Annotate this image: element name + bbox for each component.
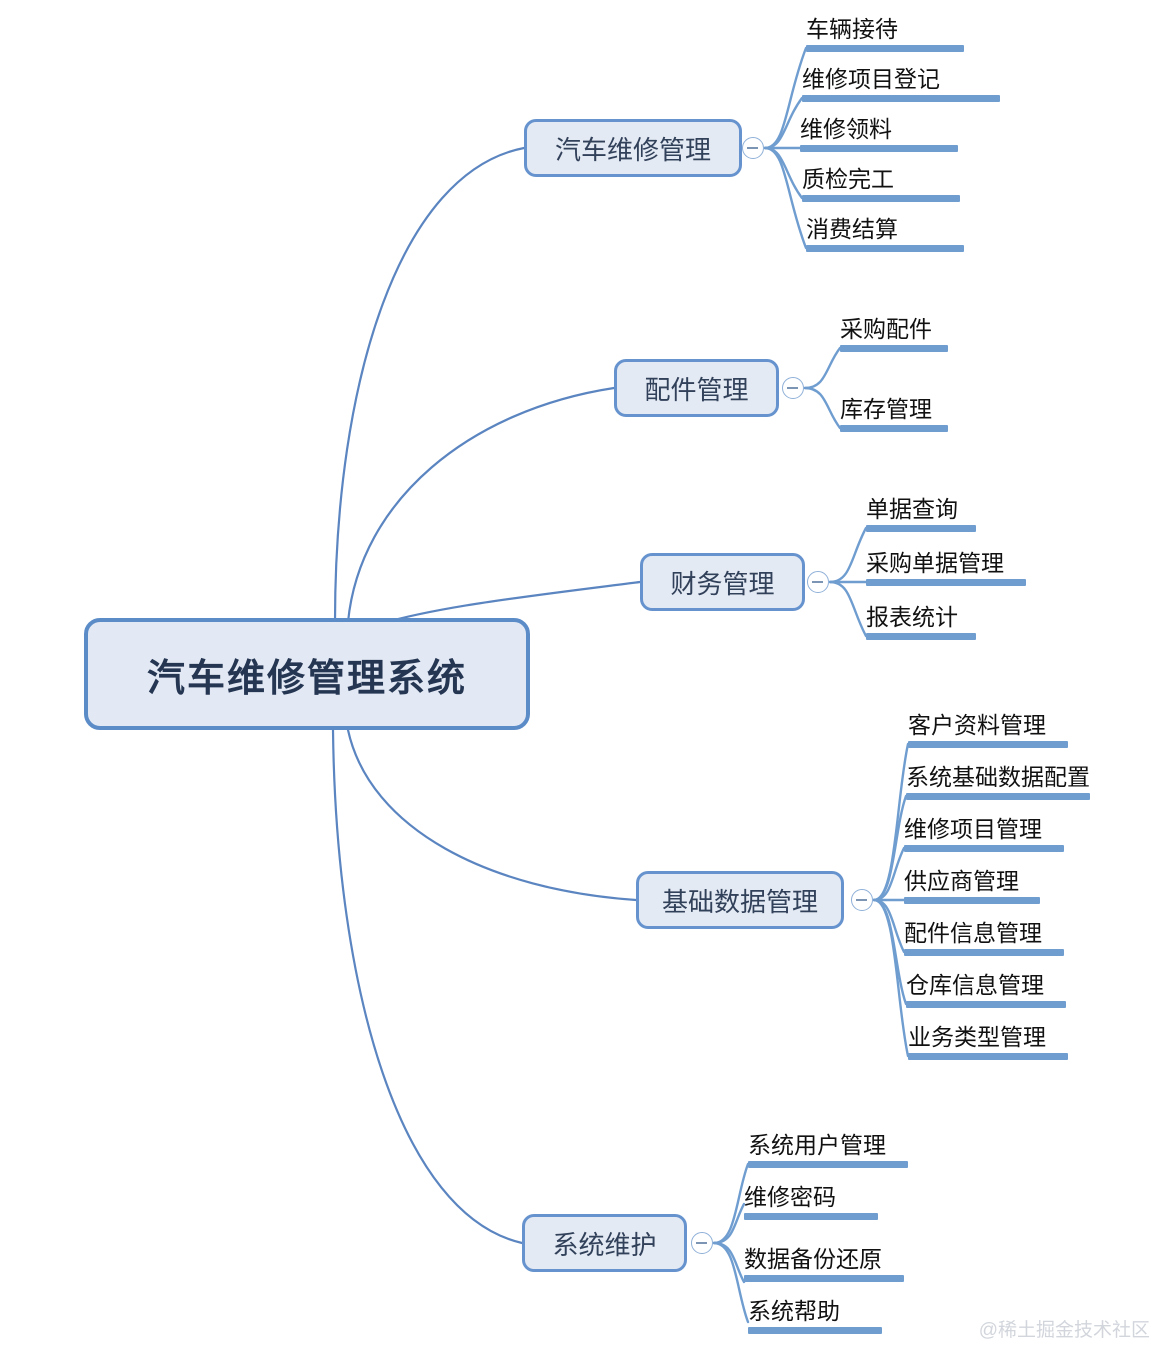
leaf-label: 维修密码 (744, 1184, 836, 1210)
leaf-label: 供应商管理 (904, 868, 1019, 894)
branch-node-caiwugl[interactable]: 财务管理 (640, 553, 805, 611)
leaf-item[interactable]: 采购单据管理 (866, 544, 1026, 586)
leaf-item[interactable]: 质检完工 (802, 160, 960, 202)
leaf-underline (806, 245, 964, 252)
root-node[interactable]: 汽车维修管理系统 (84, 618, 530, 730)
edge-branch-3-child-1 (828, 526, 868, 584)
leaf-item[interactable]: 数据备份还原 (744, 1240, 904, 1282)
leaf-label: 系统基础数据配置 (906, 764, 1090, 790)
leaf-item[interactable]: 报表统计 (866, 598, 976, 640)
edge-root-to-branch-5 (331, 728, 524, 1245)
leaf-label: 数据备份还原 (744, 1246, 882, 1272)
toggle-branch-3[interactable] (807, 571, 829, 593)
branch-node-peijiangl[interactable]: 配件管理 (614, 359, 779, 417)
leaf-item[interactable]: 客户资料管理 (908, 706, 1068, 748)
leaf-item[interactable]: 系统帮助 (748, 1292, 882, 1334)
edge-branch-5-child-4 (712, 1241, 750, 1324)
toggle-branch-2[interactable] (782, 377, 804, 399)
leaf-label: 业务类型管理 (908, 1024, 1046, 1050)
leaf-label: 系统帮助 (748, 1298, 840, 1324)
leaf-underline (840, 345, 948, 352)
leaf-label: 库存管理 (840, 396, 932, 422)
leaf-underline (904, 845, 1064, 852)
leaf-label: 维修项目管理 (904, 816, 1042, 842)
leaf-underline (800, 145, 958, 152)
root-node-label: 汽车维修管理系统 (146, 657, 467, 700)
branch-node-jichushujugl[interactable]: 基础数据管理 (636, 871, 844, 929)
leaf-underline (866, 525, 976, 532)
leaf-item[interactable]: 维修密码 (744, 1178, 878, 1220)
edge-branch-4-child-7 (872, 898, 910, 1058)
leaf-underline (748, 1327, 882, 1334)
edge-branch-1-child-5 (763, 146, 808, 250)
leaf-item[interactable]: 仓库信息管理 (906, 966, 1066, 1008)
edge-branch-2-child-1 (803, 346, 842, 390)
edge-branch-3-child-3 (828, 580, 868, 638)
leaf-item[interactable]: 系统基础数据配置 (906, 758, 1090, 800)
branch-node-xitongwh[interactable]: 系统维护 (522, 1214, 687, 1272)
watermark: @稀土掘金技术社区 (978, 1320, 1150, 1341)
leaf-underline (744, 1213, 878, 1220)
leaf-underline (802, 195, 960, 202)
leaf-underline (866, 579, 1026, 586)
leaf-item[interactable]: 配件信息管理 (904, 914, 1064, 956)
leaf-underline (908, 741, 1068, 748)
toggle-branch-5[interactable] (691, 1232, 713, 1254)
leaf-underline (904, 897, 1040, 904)
leaf-underline (806, 45, 964, 52)
branch-node-label: 基础数据管理 (661, 886, 818, 917)
branch-node-label: 系统维护 (552, 1229, 657, 1260)
leaf-label: 仓库信息管理 (906, 972, 1044, 998)
leaf-label: 客户资料管理 (908, 712, 1046, 738)
leaf-underline (748, 1161, 908, 1168)
leaf-underline (866, 633, 976, 640)
toggle-branch-4[interactable] (851, 889, 873, 911)
leaf-label: 采购单据管理 (866, 550, 1004, 576)
leaf-underline (744, 1275, 904, 1282)
leaf-label: 单据查询 (866, 496, 958, 522)
leaf-label: 维修领料 (800, 116, 892, 142)
leaf-label: 采购配件 (840, 316, 932, 342)
leaf-underline (840, 425, 948, 432)
edge-branch-2-child-2 (803, 386, 842, 430)
leaf-label: 车辆接待 (806, 16, 898, 42)
leaf-label: 报表统计 (866, 604, 958, 630)
leaf-label: 系统用户管理 (748, 1132, 886, 1158)
leaf-underline (904, 949, 1064, 956)
leaf-underline (906, 1001, 1066, 1008)
leaf-label: 维修项目登记 (802, 66, 940, 92)
leaf-item[interactable]: 供应商管理 (904, 862, 1040, 904)
edge-root-to-branch-4 (346, 728, 638, 902)
leaf-item[interactable]: 单据查询 (866, 490, 976, 532)
edge-root-to-branch-2 (346, 386, 616, 624)
branch-node-qichewxgl[interactable]: 汽车维修管理 (524, 119, 742, 177)
leaf-label: 消费结算 (806, 216, 898, 242)
edge-branch-5-child-3 (712, 1241, 746, 1284)
edge-branch-4-child-2 (872, 794, 908, 902)
leaf-item[interactable]: 消费结算 (806, 210, 964, 252)
edge-root-to-branch-1 (333, 146, 526, 624)
edge-branch-5-child-2 (712, 1202, 746, 1245)
leaf-item[interactable]: 业务类型管理 (908, 1018, 1068, 1060)
edge-branch-4-child-1 (872, 742, 910, 902)
branch-node-label: 汽车维修管理 (554, 134, 711, 165)
leaf-label: 质检完工 (802, 166, 894, 192)
leaf-item[interactable]: 库存管理 (840, 390, 948, 432)
toggle-branch-1[interactable] (742, 137, 764, 159)
leaf-label: 配件信息管理 (904, 920, 1042, 946)
leaf-underline (908, 1053, 1068, 1060)
leaf-item[interactable]: 维修项目管理 (904, 810, 1064, 852)
leaf-item[interactable]: 系统用户管理 (748, 1126, 908, 1168)
leaf-underline (802, 95, 1000, 102)
leaf-item[interactable]: 采购配件 (840, 310, 948, 352)
leaf-item[interactable]: 维修领料 (800, 110, 958, 152)
leaf-underline (906, 793, 1090, 800)
leaf-item[interactable]: 维修项目登记 (802, 60, 1000, 102)
leaf-item[interactable]: 车辆接待 (806, 10, 964, 52)
branch-node-label: 财务管理 (670, 568, 775, 599)
branch-node-label: 配件管理 (644, 374, 749, 405)
